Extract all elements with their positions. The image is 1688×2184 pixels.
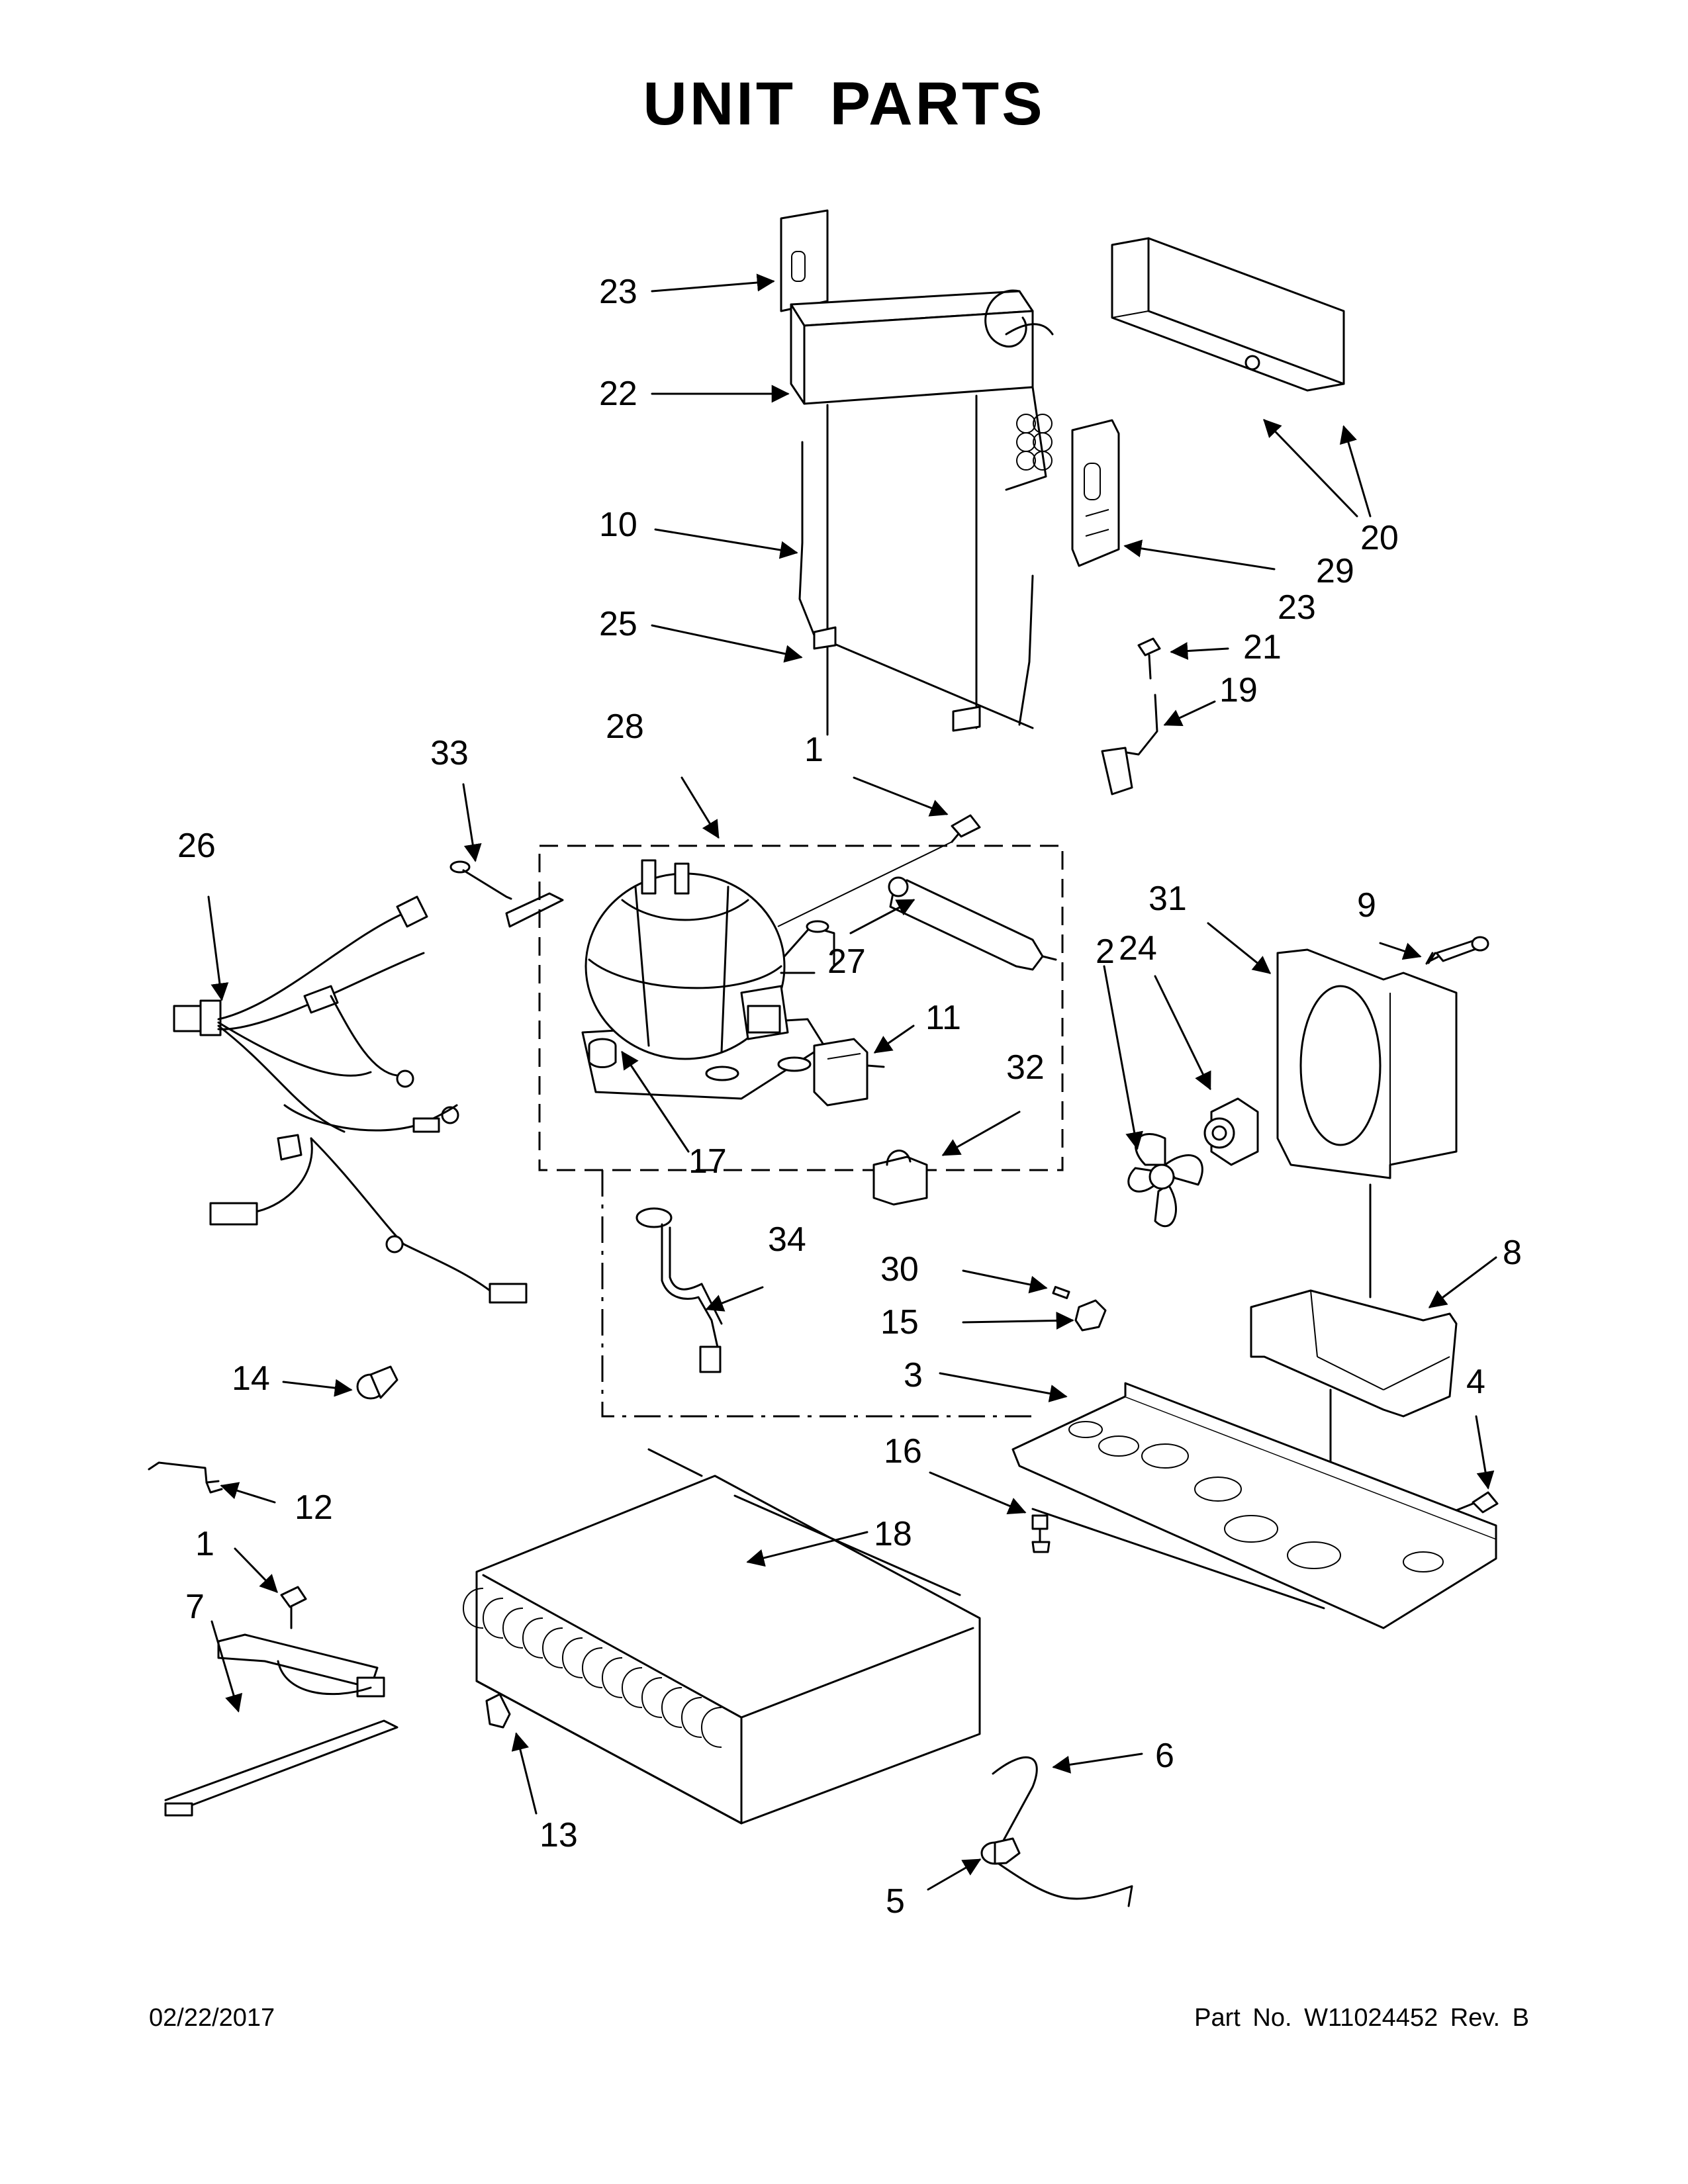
callout-17: 17 (688, 1142, 727, 1181)
callout-16: 16 (884, 1432, 922, 1471)
callout-29: 29 (1316, 552, 1354, 590)
callout-14: 14 (232, 1359, 270, 1398)
callout-6: 6 (1155, 1737, 1174, 1775)
bracket-right (1071, 419, 1120, 567)
callout-18: 18 (874, 1515, 912, 1553)
heater-harness (164, 1586, 399, 1817)
callout-22: 22 (599, 375, 637, 413)
callout-3: 3 (904, 1356, 923, 1394)
callout-10: 10 (599, 506, 637, 544)
leader-arrows (207, 273, 1497, 1891)
callout-23b: 23 (1278, 588, 1316, 627)
callout-30: 30 (880, 1250, 919, 1289)
cover-panel (1111, 237, 1345, 392)
coil-clip (485, 1693, 511, 1729)
callout-26: 26 (177, 827, 216, 865)
page-title: UNIT PARTS (643, 70, 1045, 138)
callout-1a: 1 (804, 731, 823, 769)
footer-date: 02/22/2017 (149, 2004, 275, 2032)
callout-23a: 23 (599, 273, 637, 311)
callout-13: 13 (539, 1816, 578, 1854)
callout-27: 27 (827, 942, 866, 981)
callout-12: 12 (295, 1488, 333, 1527)
callout-9: 9 (1357, 886, 1376, 925)
callout-labels: 23 22 10 25 23 29 20 21 19 28 1 33 26 27… (177, 273, 1522, 1921)
callout-19: 19 (1219, 671, 1258, 709)
callout-11: 11 (925, 999, 961, 1037)
condenser-assembly (780, 209, 1054, 736)
relay-cover (872, 1150, 928, 1206)
compressor-enclosure-outline (538, 844, 1064, 1171)
callout-21: 21 (1243, 628, 1282, 666)
process-tube (635, 1207, 723, 1373)
drier (888, 876, 1057, 971)
coil-loops (463, 1588, 722, 1748)
callout-34: 34 (768, 1220, 806, 1259)
callout-5: 5 (886, 1882, 905, 1921)
bumper-and-wire (148, 1365, 399, 1494)
callout-20: 20 (1360, 519, 1399, 557)
mounting-screw-top (777, 814, 981, 927)
shroud-screw (1425, 936, 1489, 965)
base-plate (1011, 1382, 1497, 1629)
condenser-coil (463, 1448, 981, 1825)
leader-line (601, 1170, 1039, 1418)
callout-4: 4 (1466, 1363, 1485, 1401)
start-relay (813, 1038, 885, 1107)
callout-28: 28 (606, 707, 644, 746)
fan-shroud (1276, 948, 1458, 1179)
callout-33: 33 (430, 734, 469, 772)
callout-25: 25 (599, 605, 637, 643)
small-hardware (1031, 1286, 1499, 1553)
callout-24: 24 (1119, 929, 1157, 968)
fan-blade (1127, 1133, 1203, 1228)
callout-8: 8 (1503, 1234, 1522, 1272)
footer-part-number: Part No. W11024452 Rev. B (1194, 2004, 1529, 2032)
callout-2: 2 (1096, 933, 1115, 971)
drain-tube (980, 1756, 1133, 1907)
callout-1b: 1 (195, 1525, 214, 1563)
callout-7: 7 (185, 1588, 205, 1626)
callout-31: 31 (1149, 880, 1187, 918)
strap (449, 860, 564, 928)
grommet (588, 1038, 617, 1068)
wiring-harness (173, 895, 528, 1304)
callout-32: 32 (1006, 1048, 1045, 1087)
compressor (581, 859, 835, 1100)
fan-motor (1203, 1097, 1259, 1166)
callout-15: 15 (880, 1303, 919, 1342)
screw-and-clip (1101, 637, 1161, 796)
